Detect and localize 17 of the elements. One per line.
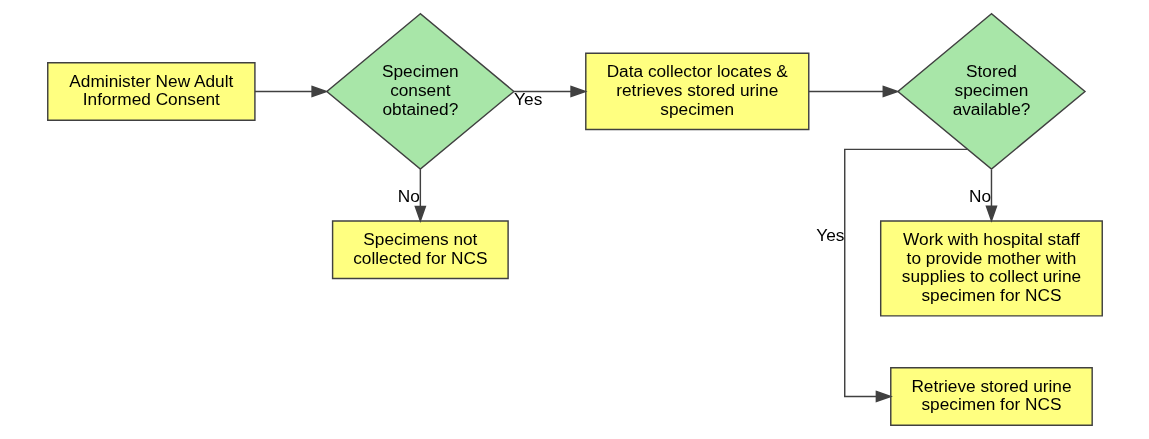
edge-label: No: [968, 185, 991, 206]
node-diamond: Specimen consent obtained?: [325, 12, 515, 171]
node-box: Administer New Adult Informed Consent: [46, 61, 256, 121]
arrow: [413, 168, 426, 223]
node-diamond: Stored specimen available?: [896, 12, 1086, 171]
node-box: Retrieve stored urine specimen for NCS: [889, 366, 1093, 426]
edge-label: No: [397, 185, 420, 206]
edge-label: Yes: [513, 89, 542, 110]
arrow: [253, 85, 329, 98]
node-box: Specimens not collected for NCS: [331, 220, 509, 280]
node-box: Data collector locates & retrieves stored urine specimen: [584, 52, 809, 131]
edge-label: Yes: [815, 225, 844, 246]
arrow: [843, 148, 968, 403]
arrow: [512, 85, 588, 98]
arrow: [807, 85, 900, 98]
node-box: Work with hospital staff to provide mother with supplies to collect urine specimen for NCS: [879, 220, 1103, 317]
arrow: [984, 168, 998, 223]
